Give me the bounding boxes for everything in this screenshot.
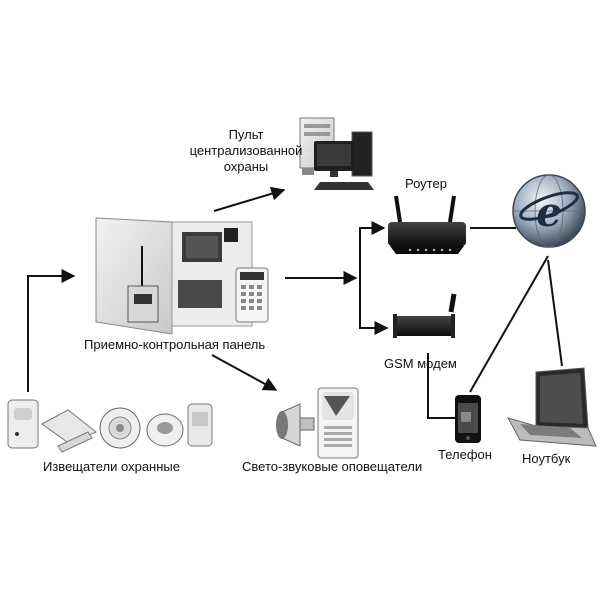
label-security-detectors: Извещатели охранные <box>43 459 180 474</box>
label-central-monitoring-2: централизованной <box>189 143 303 158</box>
label-central-monitoring-3: охраны <box>223 159 269 174</box>
label-phone: Телефон <box>438 447 492 462</box>
label-alarms: Свето-звуковые оповещатели <box>242 459 423 474</box>
router-icon <box>388 195 466 254</box>
phone-icon <box>455 395 481 443</box>
label-router: Роутер <box>405 176 447 191</box>
arrow-branch-to-gsm <box>359 278 389 335</box>
security-detectors-icon <box>7 399 213 453</box>
label-central-monitoring-1: Пульт <box>228 127 264 142</box>
label-laptop: Ноутбук <box>522 451 571 466</box>
arrow-panel-to-monitoring <box>213 186 286 212</box>
line-internet-to-laptop <box>547 259 563 367</box>
arrow-branch-to-router <box>359 221 386 278</box>
line-internet-to-phone <box>469 255 549 393</box>
laptop-icon <box>506 367 597 447</box>
light-sound-alarms-icon <box>276 387 359 459</box>
label-control-panel: Приемно-контрольная панель <box>84 337 266 352</box>
gsm-modem-icon <box>393 293 457 338</box>
control-panel-icon <box>95 217 269 335</box>
internet-globe-icon: e <box>512 174 586 248</box>
label-gsm-modem: GSM модем <box>384 356 457 371</box>
connection-lines <box>27 186 563 419</box>
central-monitoring-computer-icon <box>299 117 374 190</box>
arrow-panel-to-alarms <box>211 354 278 391</box>
arrow-detectors-to-panel <box>27 269 76 392</box>
line-gsm-to-phone <box>427 353 455 419</box>
